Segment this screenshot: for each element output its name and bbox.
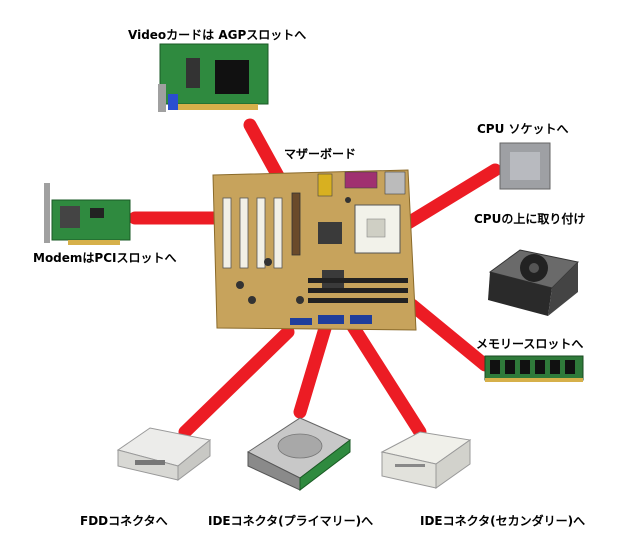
label-ide-primary: IDEコネクタ(プライマリー)へ bbox=[208, 514, 374, 528]
cdrom-drive-image bbox=[380, 431, 472, 489]
label-video-card: Videoカードは AGPスロットへ bbox=[128, 28, 307, 42]
label-ide-secondary: IDEコネクタ(セカンダリー)へ bbox=[420, 514, 586, 528]
line-fdd bbox=[178, 325, 295, 439]
cpu-image bbox=[499, 142, 551, 190]
label-motherboard: マザーボード bbox=[284, 147, 357, 161]
fdd-drive-image bbox=[116, 427, 212, 481]
line-memory bbox=[405, 298, 492, 372]
modem-card-image bbox=[44, 183, 131, 245]
line-ide-primary bbox=[293, 318, 333, 419]
label-modem: ModemはPCIスロットへ bbox=[33, 251, 177, 265]
line-cpu-socket bbox=[393, 163, 502, 235]
motherboard-image bbox=[212, 169, 417, 331]
video-card-image bbox=[158, 43, 269, 112]
line-ide-secondary bbox=[345, 318, 427, 439]
connector-lines bbox=[128, 118, 502, 439]
label-cpu-socket: CPU ソケットへ bbox=[477, 122, 569, 136]
hard-drive-image bbox=[246, 417, 351, 492]
label-memory: メモリースロットへ bbox=[476, 337, 584, 351]
label-cpu-cooler: CPUの上に取り付け bbox=[474, 212, 586, 226]
memory-module-image bbox=[484, 355, 584, 382]
cpu-cooler-image bbox=[488, 249, 580, 316]
label-fdd: FDDコネクタへ bbox=[80, 514, 168, 528]
